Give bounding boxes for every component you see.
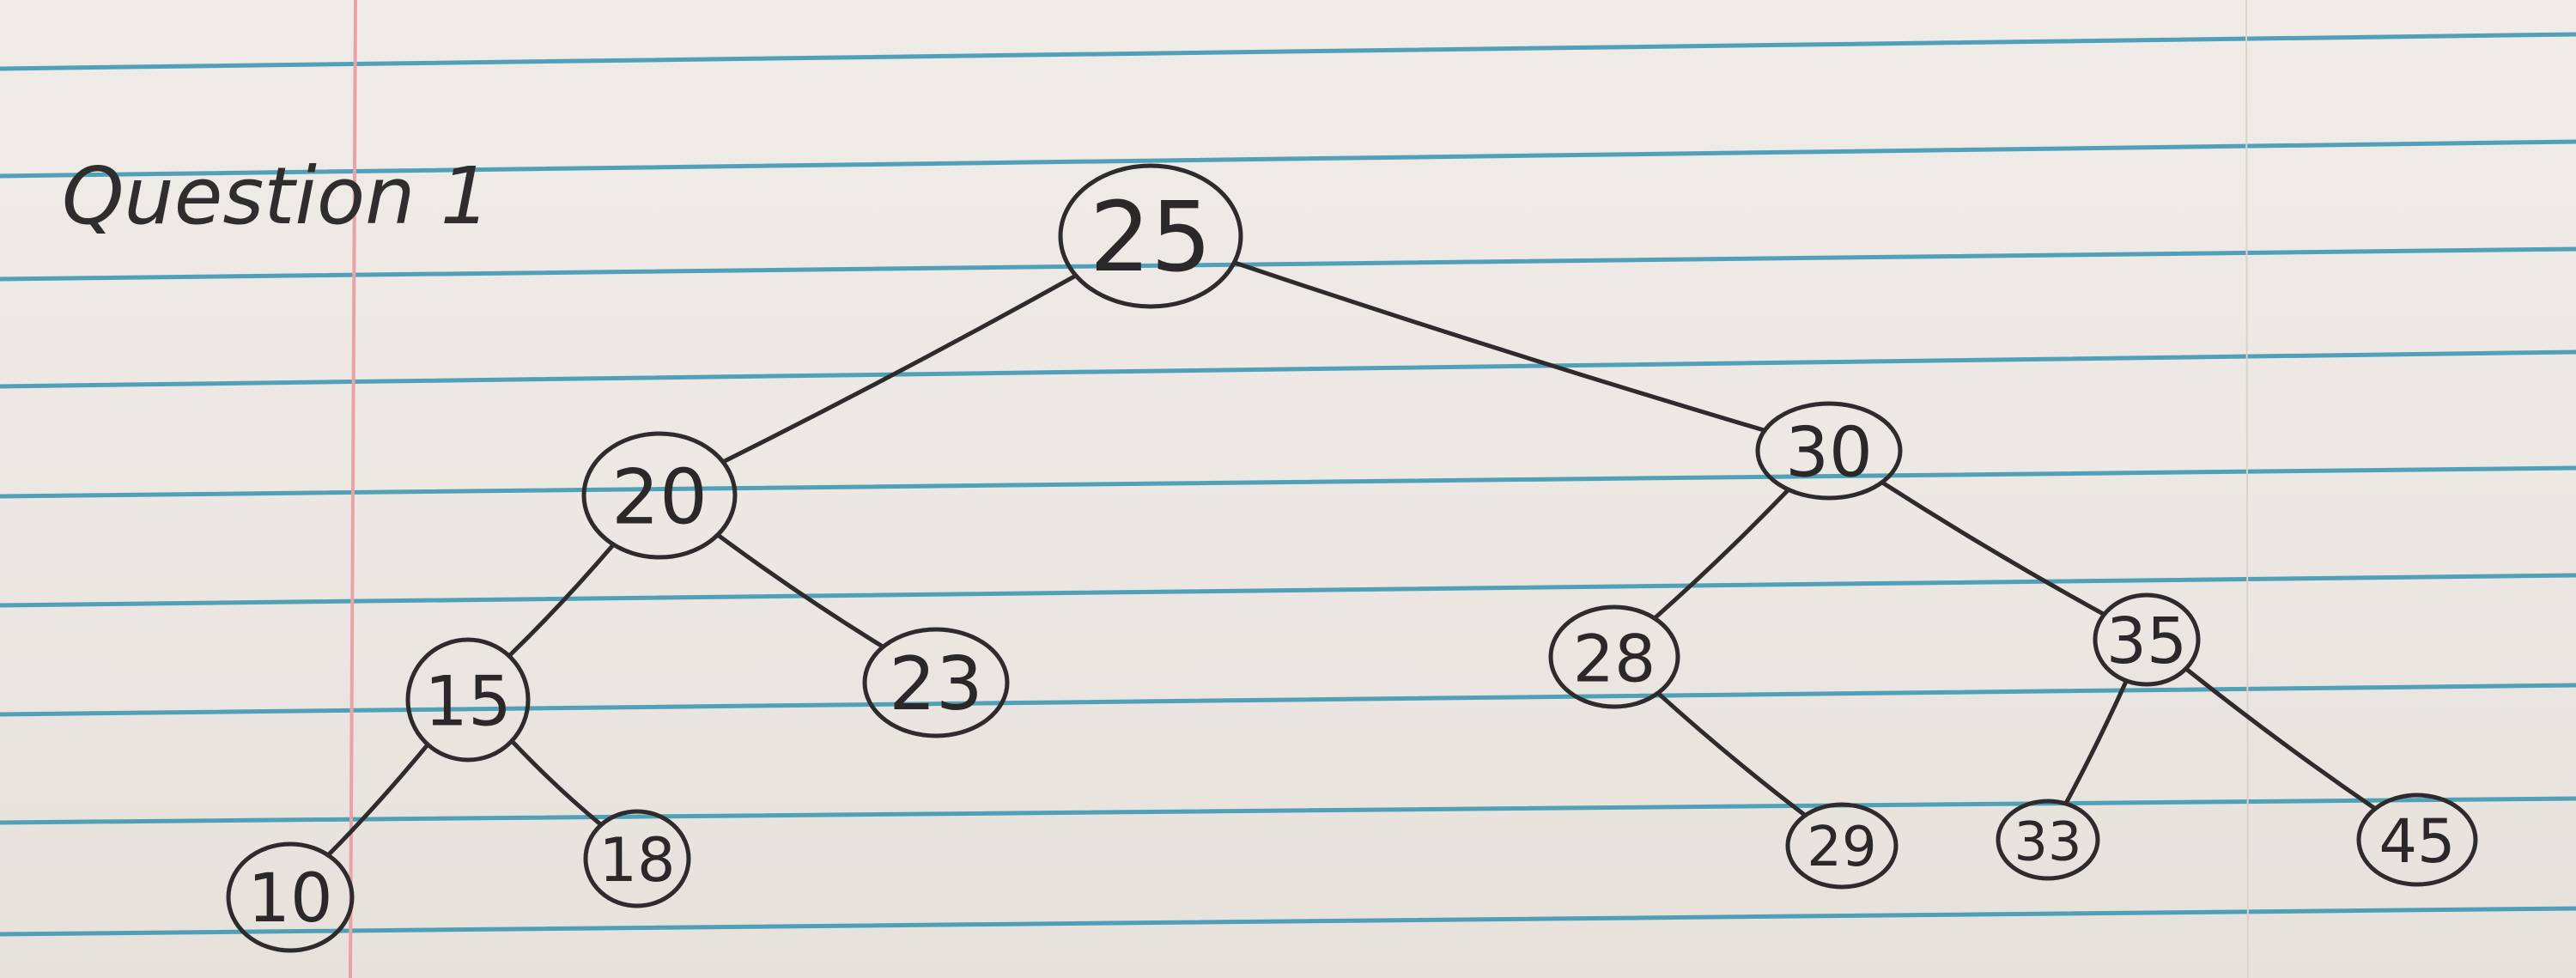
node-label: 35	[2106, 604, 2187, 678]
tree-nodes: 25 20 30 15 23 28 35 10 18 29 33 45	[226, 163, 2478, 953]
node-circle	[2093, 592, 2201, 687]
margin-line	[349, 0, 357, 978]
ruled-line-6	[0, 573, 2576, 608]
node-label: 20	[611, 453, 708, 542]
edge-15-18	[509, 738, 604, 828]
ruled-line-5	[0, 465, 2576, 499]
right-fold-line	[2245, 0, 2249, 978]
edge-35-33	[2063, 678, 2129, 806]
node-circle	[581, 431, 738, 560]
node-label: 45	[2379, 806, 2455, 877]
node-circle	[583, 809, 691, 908]
tree-node-29: 29	[1785, 802, 1899, 890]
ruled-line-2	[0, 139, 2576, 179]
ruled-line-3	[0, 246, 2576, 282]
node-circle	[405, 637, 531, 762]
question-title: Question 1	[62, 150, 490, 242]
tree-node-20: 20	[581, 431, 738, 560]
node-label: 10	[247, 860, 332, 938]
ruled-line-4	[0, 349, 2576, 389]
tree-node-10: 10	[226, 841, 355, 953]
node-circle	[2356, 793, 2478, 887]
edge-15-10	[325, 742, 430, 858]
tree-node-28: 28	[1548, 604, 1680, 709]
node-label: 33	[2014, 811, 2082, 873]
node-circle	[1755, 401, 1903, 501]
node-circle	[1058, 163, 1243, 309]
node-label: 30	[1785, 413, 1873, 493]
tree-node-33: 33	[1996, 799, 2100, 881]
node-circle	[226, 841, 355, 953]
edge-30-35	[1880, 480, 2107, 617]
node-circle	[1785, 802, 1899, 890]
node-label: 25	[1090, 182, 1212, 294]
node-circle	[1548, 604, 1680, 709]
edge-20-15	[507, 542, 616, 659]
node-label: 28	[1573, 621, 1656, 697]
edge-25-20	[720, 273, 1078, 465]
node-label: 15	[424, 662, 512, 742]
node-label: 18	[598, 825, 675, 896]
ruled-lines	[0, 32, 2576, 937]
node-label: 29	[1807, 816, 1876, 879]
node-circle	[1996, 799, 2100, 881]
tree-node-18: 18	[583, 809, 691, 908]
tree-node-23: 23	[862, 627, 1010, 738]
node-circle	[862, 627, 1010, 738]
tree-node-15: 15	[405, 637, 531, 762]
edge-25-30	[1231, 260, 1767, 433]
edge-28-29	[1656, 690, 1807, 818]
tree-node-35: 35	[2093, 592, 2201, 687]
node-label: 23	[889, 641, 982, 727]
edge-20-23	[715, 532, 885, 649]
tree-node-30: 30	[1755, 401, 1903, 501]
ruled-line-1	[0, 32, 2576, 71]
tree-node-25: 25	[1058, 163, 1243, 309]
tree-node-45: 45	[2356, 793, 2478, 887]
ruled-line-8	[0, 796, 2576, 825]
ruled-line-7	[0, 683, 2576, 717]
edge-30-28	[1652, 487, 1791, 621]
edge-35-45	[2184, 666, 2378, 811]
tree-edges	[325, 260, 2378, 858]
ruled-line-9	[0, 906, 2576, 937]
